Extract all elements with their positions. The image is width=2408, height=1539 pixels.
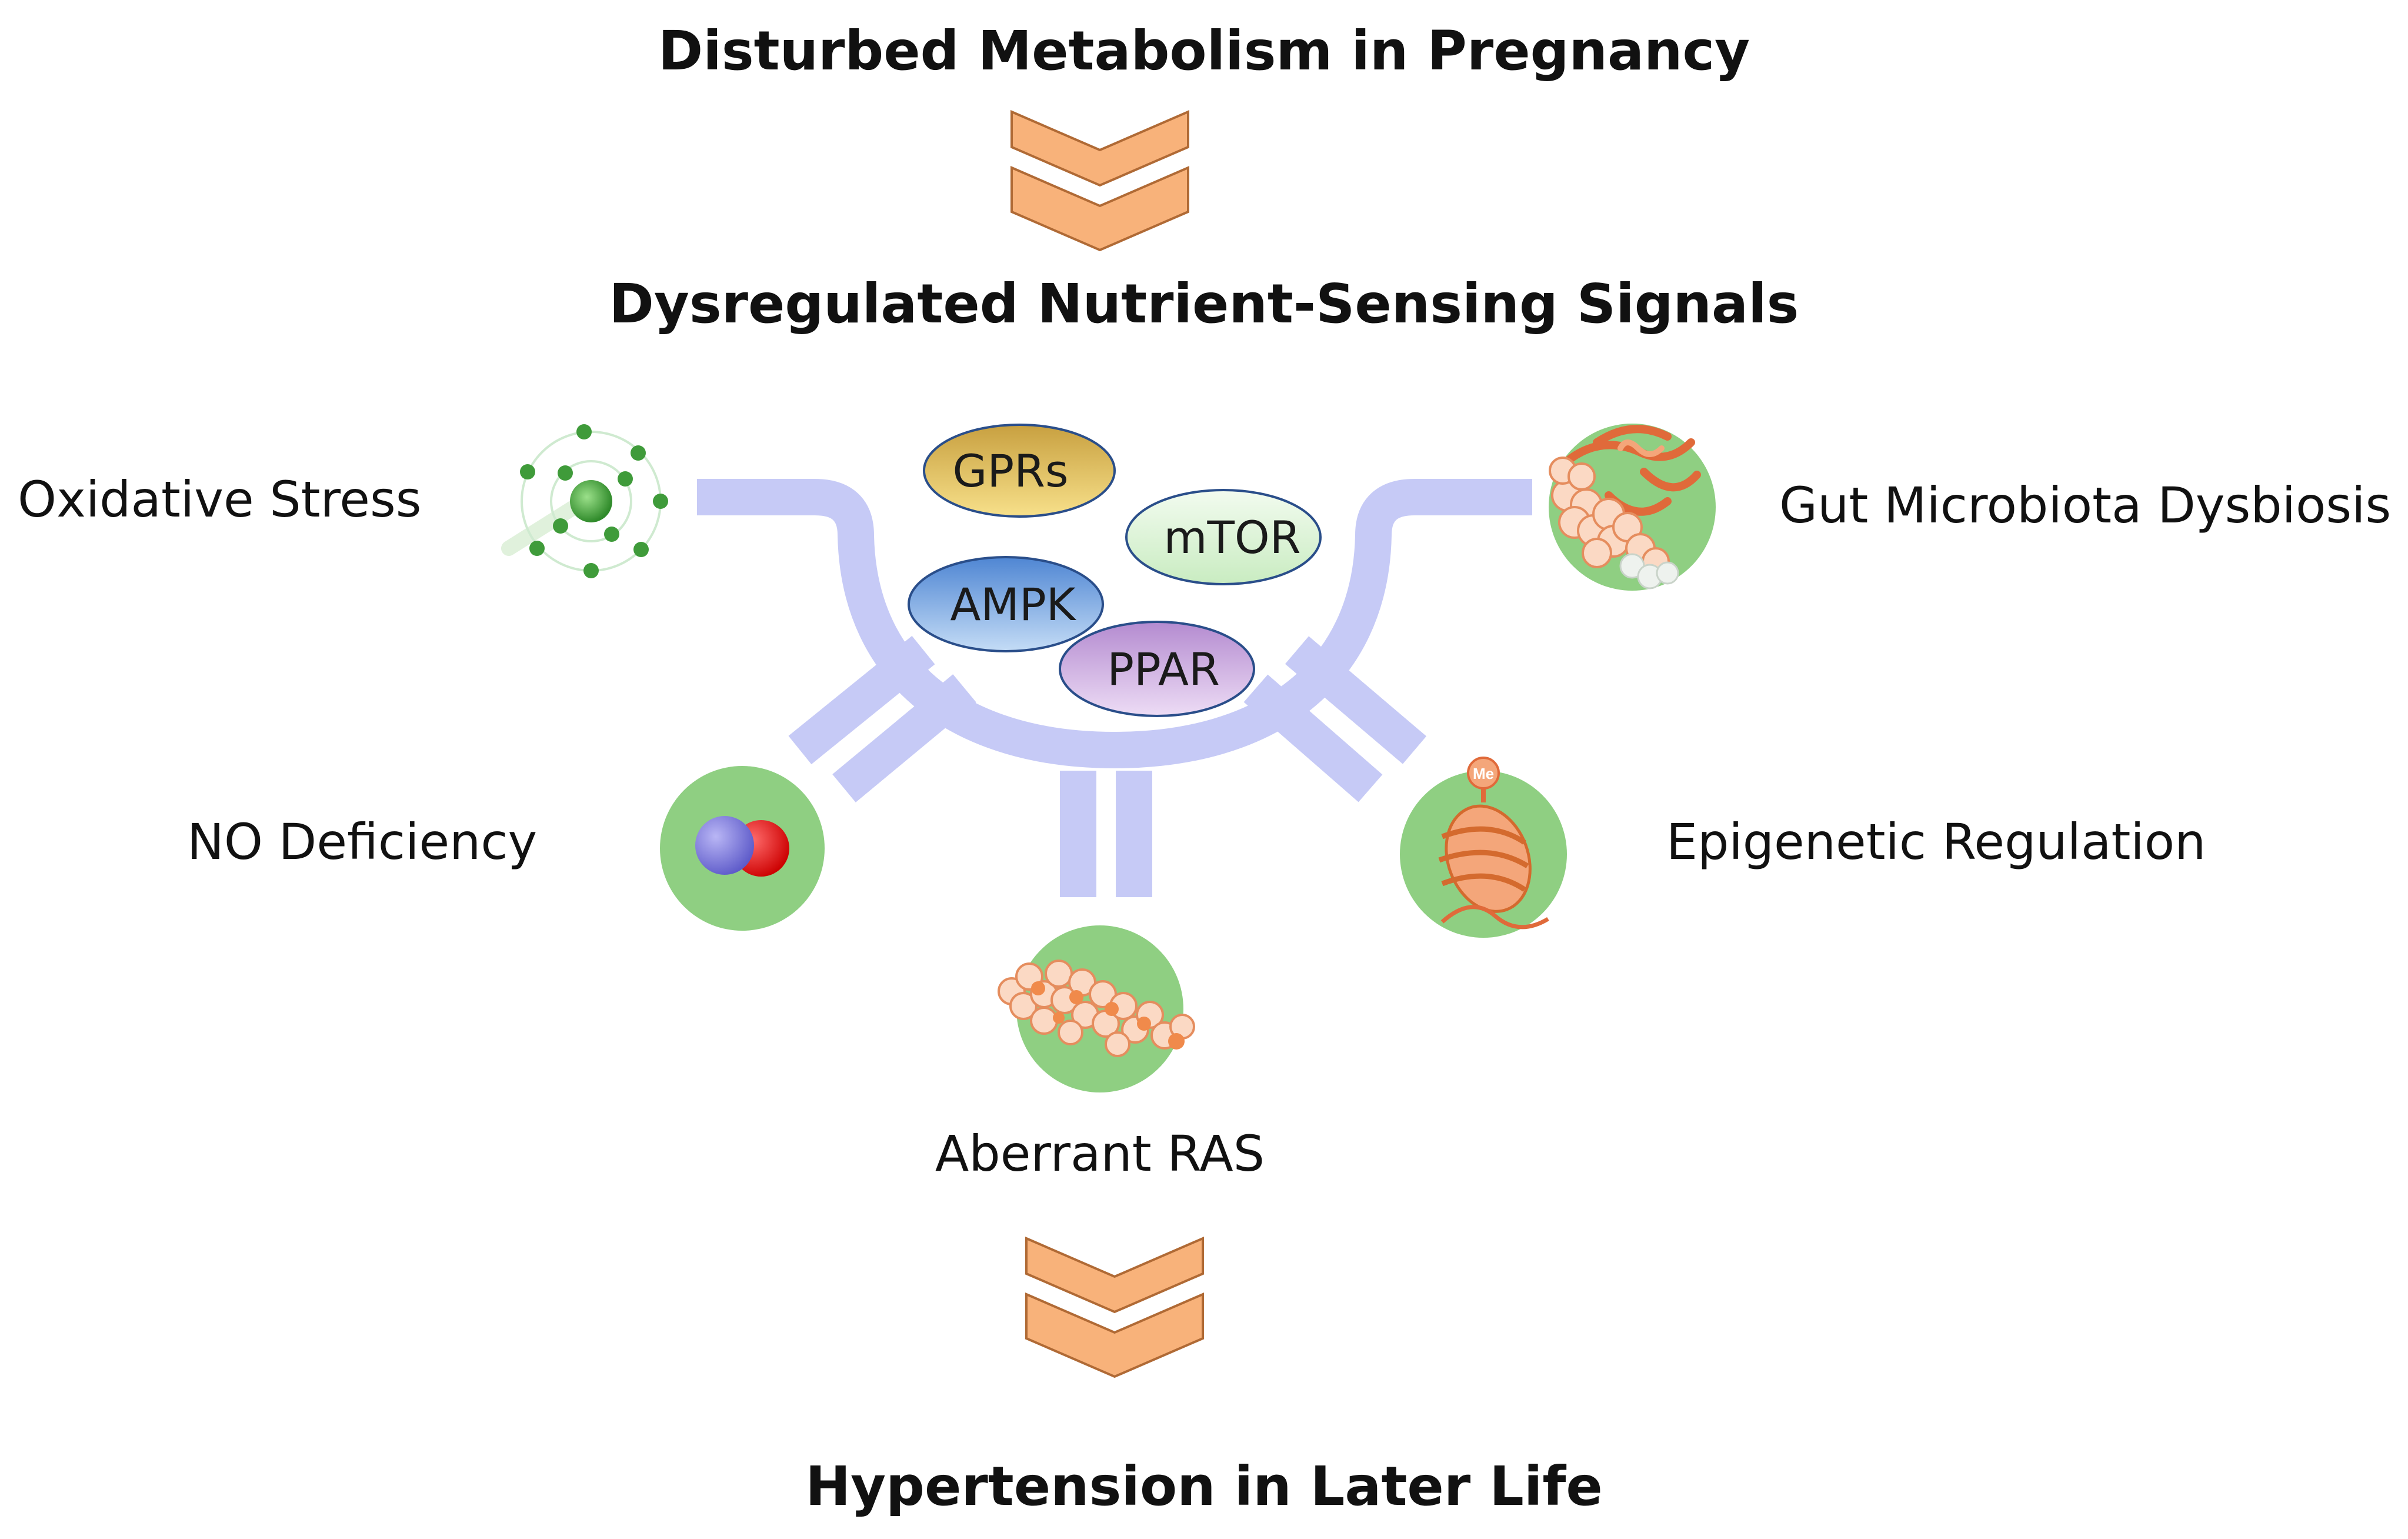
no-molecule-icon <box>660 766 825 931</box>
signal-mtor: mTOR <box>1125 489 1322 585</box>
signal-mtor-label: mTOR <box>1163 511 1300 564</box>
chevron-arrow-top <box>1010 109 1189 252</box>
heading-middle: Dysregulated Nutrient-Sensing Signals <box>609 272 1799 335</box>
heading-bottom: Hypertension in Later Life <box>805 1455 1603 1518</box>
signal-ppar-label: PPAR <box>1107 643 1220 695</box>
label-epigenetic: Epigenetic Regulation <box>1666 813 2206 871</box>
signal-gprs-label: GPRs <box>952 445 1068 497</box>
nucleosome-icon: Me <box>1400 757 1567 938</box>
connector-lines <box>697 479 1532 897</box>
gut-microbiota-icon <box>1549 424 1716 591</box>
signal-gprs: GPRs <box>923 424 1116 518</box>
label-aberrant-ras: Aberrant RAS <box>935 1125 1265 1182</box>
signal-ppar: PPAR <box>1059 621 1255 717</box>
signal-ampk: AMPK <box>908 556 1104 652</box>
protein-icon <box>998 925 1195 1092</box>
methyl-tag-label: Me <box>1473 765 1494 782</box>
atom-icon <box>501 424 668 578</box>
heading-top: Disturbed Metabolism in Pregnancy <box>658 19 1750 82</box>
label-no-deficiency: NO Deficiency <box>187 813 537 871</box>
signal-ampk-label: AMPK <box>950 578 1076 631</box>
label-oxidative-stress: Oxidative Stress <box>18 471 421 528</box>
chevron-arrow-bottom <box>1025 1236 1204 1378</box>
label-gut-microbiota: Gut Microbiota Dysbiosis <box>1779 477 2391 534</box>
